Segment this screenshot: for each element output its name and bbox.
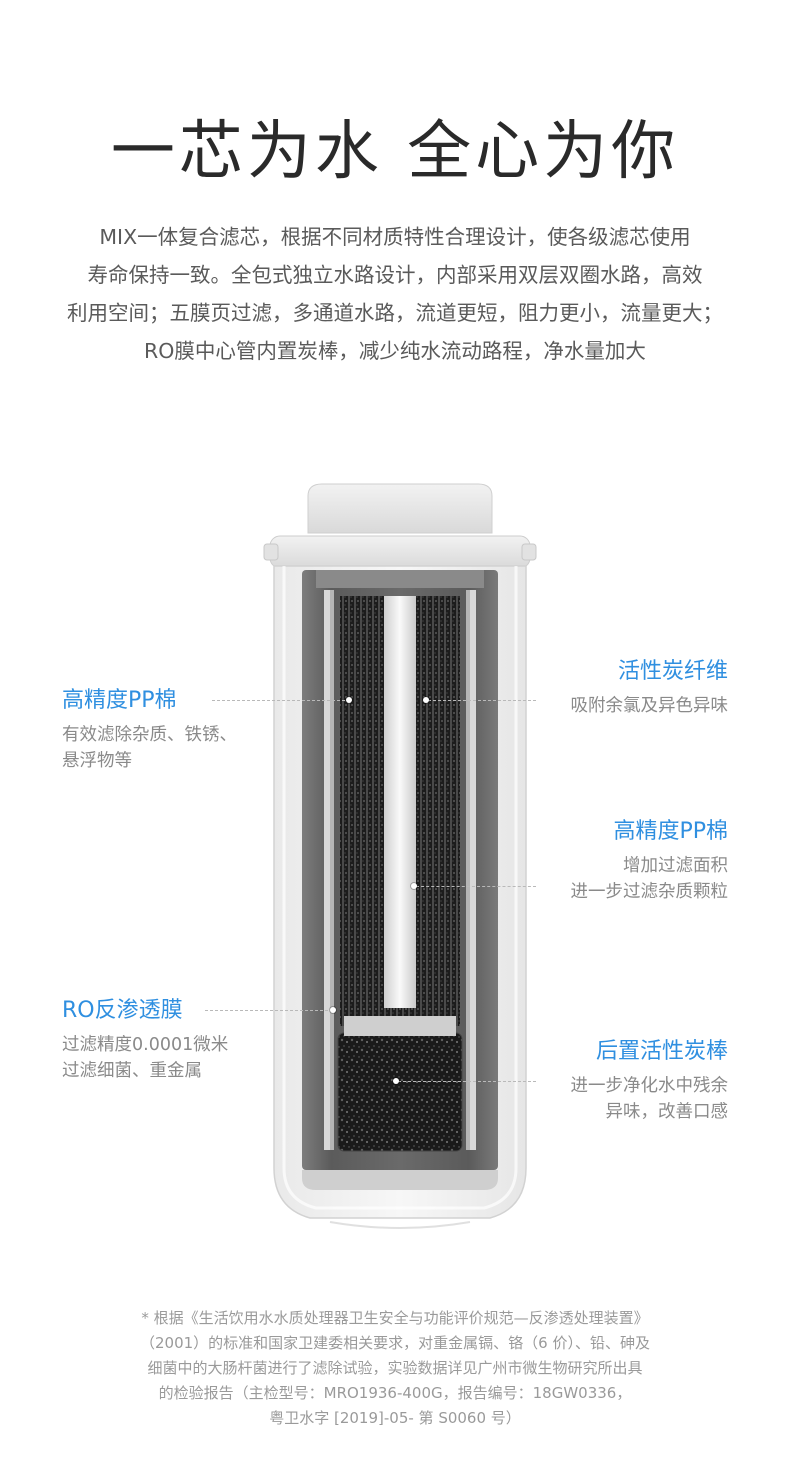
callout-pp-left: 高精度PP棉 有效滤除杂质、铁锈、 悬浮物等 (62, 686, 237, 774)
callout-carbon-fiber: 活性炭纤维 吸附余氯及异色异味 (571, 657, 729, 719)
callout-desc: 过滤精度0.0001微米 (62, 1035, 229, 1055)
footnote-line: 粤卫水字 [2019]-05- 第 S0060 号） (269, 1409, 521, 1427)
footnote-line: 的检验报告（主检型号：MRO1936-400G，报告编号：18GW0336， (158, 1384, 632, 1402)
callout-desc: 悬浮物等 (62, 751, 132, 771)
connector-line (428, 700, 536, 701)
footnote-line: （2001）的标准和国家卫建委相关要求，对重金属镉、铬（6 价）、铅、砷及 (140, 1334, 650, 1352)
callout-title: 后置活性炭棒 (595, 1039, 728, 1064)
callout-desc: 进一步过滤杂质颗粒 (570, 882, 729, 902)
footnote-line: 细菌中的大肠杆菌进行了滤除试验，实验数据详见广州市微生物研究所出具 (147, 1359, 643, 1377)
footnote: * 根据《生活饮用水水质处理器卫生安全与功能评价规范—反渗透处理装置》 （200… (40, 1306, 750, 1431)
intro-line: 寿命保持一致。全包式独立水路设计，内部采用双层双圈水路，高效 (87, 263, 703, 287)
connector-line (212, 700, 350, 701)
connector-line (205, 1010, 333, 1011)
callout-pp-right: 高精度PP棉 增加过滤面积 进一步过滤杂质颗粒 (571, 817, 729, 905)
callout-post-carbon: 后置活性炭棒 进一步净化水中残余 异味，改善口感 (571, 1037, 729, 1125)
callout-desc: 过滤细菌、重金属 (62, 1061, 202, 1081)
intro-paragraph: MIX一体复合滤芯，根据不同材质特性合理设计，使各级滤芯使用 寿命保持一致。全包… (55, 218, 735, 370)
pointer-dot (330, 1007, 336, 1013)
callout-desc: 异味，改善口感 (605, 1102, 729, 1122)
callout-title: 高精度PP棉 (62, 688, 177, 713)
callout-title: 高精度PP棉 (613, 819, 728, 844)
callout-title: 活性炭纤维 (617, 659, 728, 684)
intro-line: MIX一体复合滤芯，根据不同材质特性合理设计，使各级滤芯使用 (99, 225, 691, 249)
pointer-dot (346, 697, 352, 703)
page-title: 一芯为水 全心为你 (110, 115, 680, 189)
callout-desc: 有效滤除杂质、铁锈、 (62, 725, 237, 745)
pointer-dot (393, 1078, 399, 1084)
connector-line (416, 886, 536, 887)
intro-line: RO膜中心管内置炭棒，减少纯水流动路程，净水量加大 (144, 339, 646, 363)
callout-desc: 增加过滤面积 (623, 856, 728, 876)
callout-title: RO反渗透膜 (62, 998, 183, 1023)
connector-line (398, 1081, 536, 1082)
pointer-dot (423, 697, 429, 703)
filter-cartridge-illustration (263, 483, 537, 1229)
callout-ro-membrane: RO反渗透膜 过滤精度0.0001微米 过滤细菌、重金属 (62, 996, 228, 1084)
pointer-dot (411, 883, 417, 889)
intro-line: 利用空间；五膜页过滤，多通道水路，流道更短，阻力更小，流量更大； (67, 301, 723, 325)
callout-desc: 进一步净化水中残余 (570, 1076, 729, 1096)
footnote-line: * 根据《生活饮用水水质处理器卫生安全与功能评价规范—反渗透处理装置》 (141, 1309, 649, 1327)
callout-desc: 吸附余氯及异色异味 (570, 696, 729, 716)
